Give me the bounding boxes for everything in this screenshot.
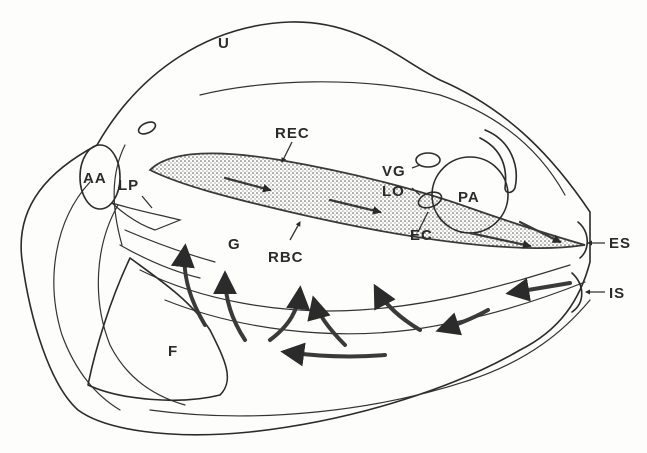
label-lp: LP	[118, 177, 139, 194]
inhalant-siphon	[572, 273, 582, 312]
pointer-rbc	[290, 222, 300, 240]
foot	[88, 258, 227, 400]
label-f: F	[168, 343, 178, 360]
flow-arrow-lower-right	[440, 310, 488, 330]
pointer-lp	[142, 196, 152, 208]
rejection-conduit	[150, 153, 585, 248]
posterior-hook	[480, 130, 516, 193]
label-pa: PA	[458, 189, 480, 206]
label-es: ES	[609, 235, 631, 252]
body-curve-left	[54, 182, 120, 410]
label-ec: EC	[410, 227, 433, 244]
exhalant-siphon	[578, 222, 587, 258]
pointer-vg	[412, 165, 420, 168]
flow-arrow-bottom	[285, 352, 385, 356]
label-is: IS	[609, 285, 625, 302]
gill-lamella-2	[120, 245, 200, 278]
lower-curve-1	[140, 265, 570, 311]
label-lo: LO	[382, 183, 405, 200]
small-ring-anterior	[137, 120, 158, 137]
flow-arrow-up-4	[314, 300, 345, 345]
label-u: U	[218, 35, 230, 52]
label-aa: AA	[83, 170, 107, 187]
label-rbc: RBC	[268, 249, 304, 266]
gill-lamella-1	[125, 230, 215, 262]
label-rec: REC	[275, 125, 310, 142]
flow-arrow-up-3	[270, 290, 300, 340]
pointer-rec	[282, 142, 292, 162]
label-g: G	[228, 236, 241, 253]
labial-palp	[112, 203, 180, 230]
flow-arrow-up-2	[225, 275, 245, 340]
label-vg: VG	[382, 163, 406, 180]
flow-arrow-up-5	[376, 288, 420, 330]
